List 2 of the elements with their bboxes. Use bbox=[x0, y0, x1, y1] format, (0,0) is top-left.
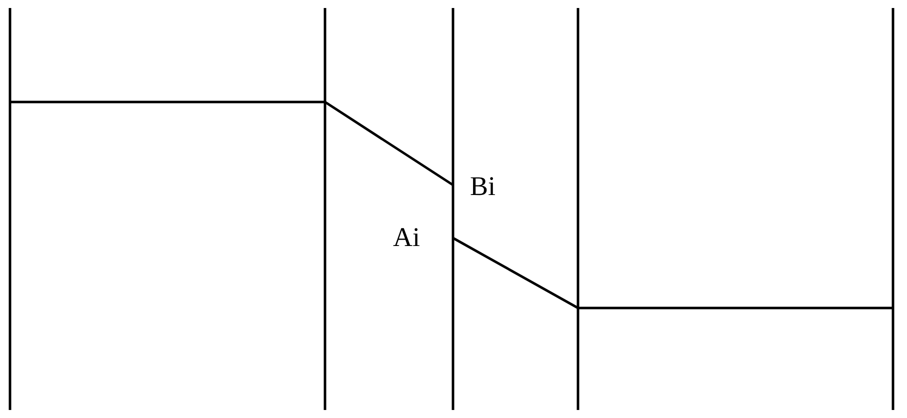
point-label: Bi bbox=[470, 173, 496, 200]
point-label: Ai bbox=[393, 224, 420, 251]
